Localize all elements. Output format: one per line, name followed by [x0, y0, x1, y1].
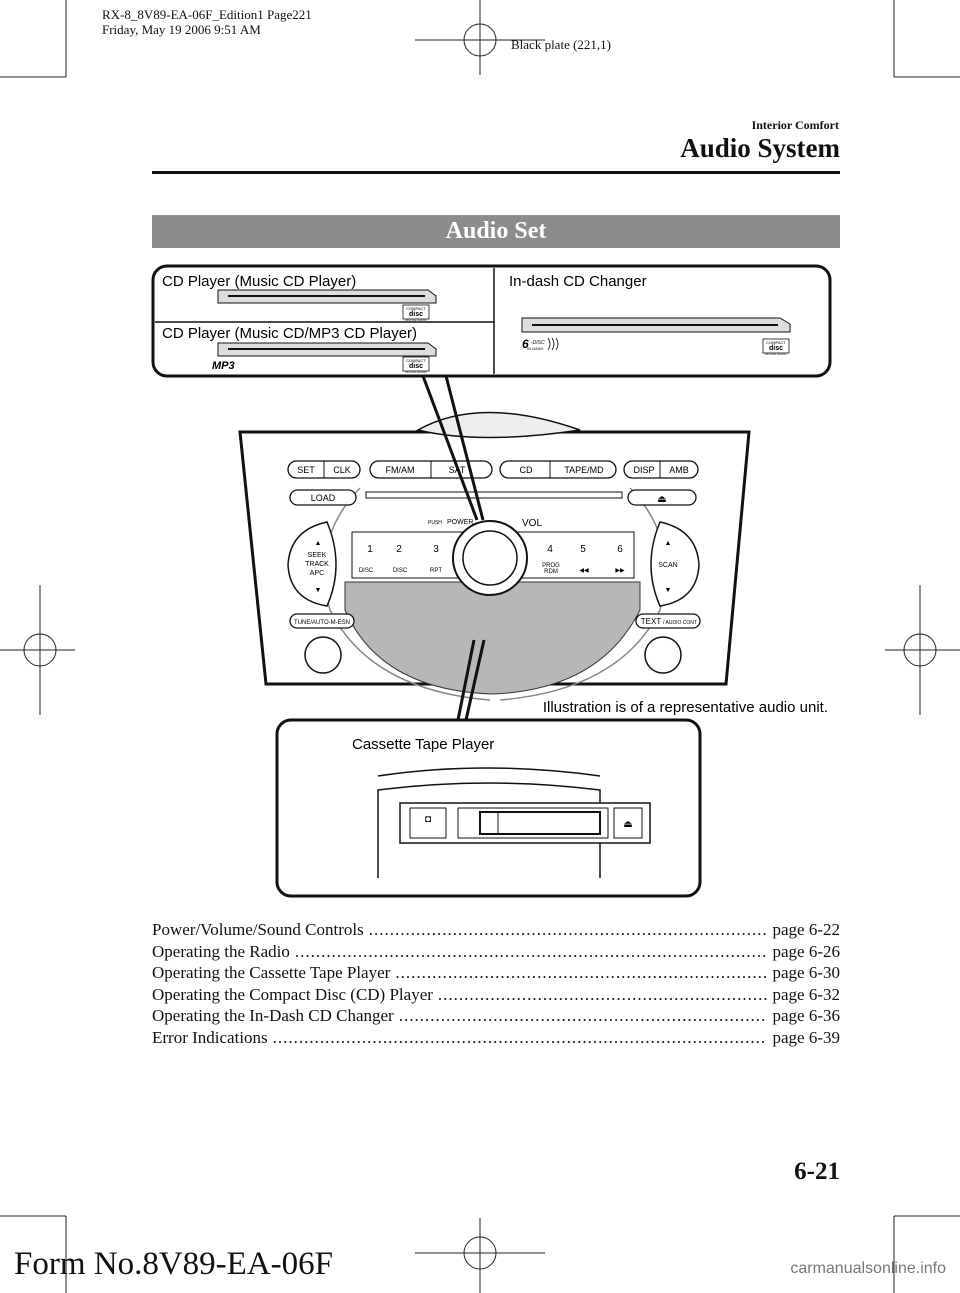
page-number: 6-21	[794, 1158, 840, 1185]
list-item: Operating the Radiopage 6-26	[152, 941, 840, 963]
fmam-button: FM/AM	[386, 465, 415, 475]
list-item: Error Indicationspage 6-39	[152, 1027, 840, 1049]
preset-4: 4	[547, 544, 553, 555]
compact-disc-logo-2: COMPACT disc DIGITAL AUDIO	[402, 356, 430, 374]
svg-text:DIGITAL AUDIO: DIGITAL AUDIO	[405, 370, 427, 374]
text-button: TEXT	[641, 617, 662, 626]
compact-disc-logo-3: COMPACT disc DIGITAL AUDIO	[762, 338, 790, 356]
scan-down-icon: ▼	[665, 587, 672, 594]
section-title: Audio System	[680, 133, 840, 163]
svg-text:DIGITAL AUDIO: DIGITAL AUDIO	[405, 318, 427, 322]
rpt-label: RPT	[430, 568, 442, 574]
watermark: carmanualsonline.info	[790, 1260, 946, 1277]
power-label: POWER	[447, 519, 473, 526]
svg-text:disc: disc	[769, 345, 783, 352]
svg-text:IN DASH: IN DASH	[527, 346, 543, 351]
svg-text:disc: disc	[409, 311, 423, 318]
section-banner: Audio Set	[152, 215, 840, 248]
compact-disc-logo: COMPACT disc DIGITAL AUDIO	[402, 304, 430, 322]
scan-label: SCAN	[658, 562, 677, 569]
leader-dots	[295, 941, 768, 963]
svg-text:DIGITAL AUDIO: DIGITAL AUDIO	[765, 352, 787, 356]
leader-dots	[369, 919, 768, 941]
seek-label: SEEK	[308, 552, 327, 559]
section-category: Interior Comfort	[751, 118, 839, 132]
cassette-callout: Cassette Tape Player ◘ ⏏	[275, 718, 702, 898]
svg-text:disc: disc	[409, 363, 423, 370]
cassette-label: Cassette Tape Player	[352, 736, 494, 753]
audio-cont-label: / AUDIO CONT	[663, 620, 697, 626]
svg-text:-DISC: -DISC	[531, 340, 545, 346]
audio-unit-figure: CD Player (Music CD Player) CD Player (M…	[151, 264, 832, 898]
preset-6: 6	[617, 544, 623, 555]
preset-3: 3	[433, 544, 439, 555]
mp3-logo: MP3	[212, 360, 235, 372]
changer-slot-icon	[521, 317, 791, 333]
audio-head-unit: SET CLK FM/AM SAT CD TAPE/MD DISP AMB LO…	[238, 411, 751, 701]
fast-forward-icon: ▶▶	[615, 568, 625, 574]
leader-dots	[273, 1027, 768, 1049]
leader-lines	[421, 375, 486, 721]
cd-music-label: CD Player (Music CD Player)	[162, 273, 356, 290]
print-plate: Black plate (221,1)	[511, 37, 611, 52]
preset-1: 1	[367, 544, 373, 555]
cd-mp3-label: CD Player (Music CD/MP3 CD Player)	[162, 325, 417, 342]
clk-button: CLK	[333, 465, 351, 475]
scan-up-icon: ▲	[665, 540, 672, 547]
push-label: PUSH	[428, 520, 442, 526]
header-rule	[152, 171, 840, 174]
rewind-icon: ◀◀	[579, 568, 589, 574]
disc-up-label: DISC	[393, 568, 408, 574]
rdm-label: RDM	[544, 569, 558, 575]
cd-button: CD	[520, 465, 533, 475]
figure-note: Illustration is of a representative audi…	[543, 699, 828, 716]
prog-label: PROG	[542, 563, 560, 569]
seek-down-icon: ▼	[315, 587, 322, 594]
eject-icon: ⏏	[657, 494, 666, 505]
track-label: TRACK	[305, 561, 329, 568]
form-number: Form No.8V89-EA-06F	[14, 1246, 333, 1282]
list-item: Operating the In-Dash CD Changerpage 6-3…	[152, 1005, 840, 1027]
leader-dots	[438, 984, 768, 1006]
preset-2: 2	[396, 544, 402, 555]
seek-up-icon: ▲	[315, 540, 322, 547]
cd-player-callout: CD Player (Music CD Player) CD Player (M…	[151, 264, 832, 378]
vol-label: VOL	[522, 518, 542, 529]
svg-text:MP3: MP3	[212, 360, 235, 372]
list-item: Power/Volume/Sound Controlspage 6-22	[152, 919, 840, 941]
load-button: LOAD	[311, 493, 336, 503]
tape-eject-icon: ⏏	[623, 819, 632, 830]
disc-down-label: DISC	[359, 568, 374, 574]
page-reference-list: Power/Volume/Sound Controlspage 6-22 Ope…	[152, 919, 840, 1049]
list-item: Operating the Compact Disc (CD) Playerpa…	[152, 984, 840, 1006]
cd-slot-icon	[217, 289, 437, 304]
tapemd-button: TAPE/MD	[564, 465, 604, 475]
disp-button: DISP	[633, 465, 654, 475]
leader-dots	[399, 1005, 768, 1027]
amb-button: AMB	[669, 465, 689, 475]
print-date-line: Friday, May 19 2006 9:51 AM	[102, 22, 261, 37]
tape-direction-icon: ◘	[425, 814, 431, 825]
apc-label: APC	[310, 570, 324, 577]
print-file-line: RX-8_8V89-EA-06F_Edition1 Page221	[102, 7, 312, 22]
list-item: Operating the Cassette Tape Playerpage 6…	[152, 962, 840, 984]
svg-text:6: 6	[522, 337, 529, 351]
svg-text:COMPACT: COMPACT	[406, 306, 426, 311]
set-button: SET	[297, 465, 315, 475]
changer-label: In-dash CD Changer	[509, 273, 647, 290]
six-disc-logo: 6 -DISC IN DASH	[522, 337, 559, 351]
preset-5: 5	[580, 544, 586, 555]
tune-button: TUNE/AUTO-M-ESN	[294, 620, 350, 626]
cd-mp3-slot-icon	[217, 342, 437, 357]
svg-text:COMPACT: COMPACT	[406, 358, 426, 363]
svg-text:COMPACT: COMPACT	[766, 340, 786, 345]
leader-dots	[395, 962, 767, 984]
